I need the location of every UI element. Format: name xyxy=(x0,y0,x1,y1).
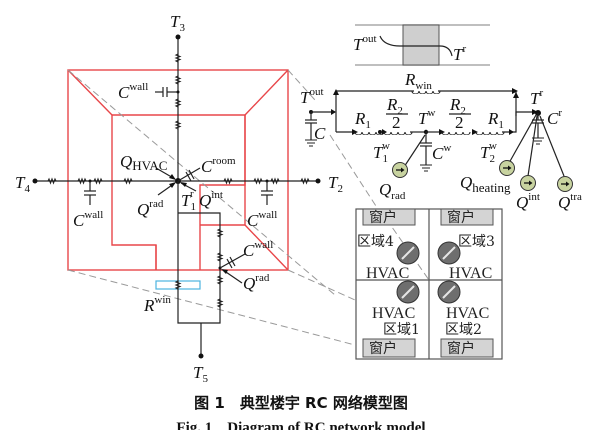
window-zone3: 窗户 xyxy=(440,208,494,226)
label-q-rad-lower: Qrad xyxy=(243,272,270,293)
svg-text:Cw: Cw xyxy=(432,142,451,163)
label-window-t-out: Tout xyxy=(353,33,377,54)
hvac-label-zone1: HVAC xyxy=(372,305,415,322)
label-t3: T3 xyxy=(170,12,185,34)
svg-text:Tr: Tr xyxy=(530,87,543,108)
label-r2-half-right: R22 xyxy=(449,95,471,132)
label-c-wall-right: Cwall xyxy=(247,209,277,230)
svg-text:T4: T4 xyxy=(15,173,30,195)
label-c-room: Croom xyxy=(201,155,236,176)
label-c-wall-top: Cwall xyxy=(118,81,148,102)
label-wall-t-out: Tout xyxy=(300,86,324,107)
wall-circuit xyxy=(304,88,574,193)
svg-text:R2: R2 xyxy=(449,95,466,117)
label-t5: T5 xyxy=(193,363,208,385)
hvac-label-zone4: HVAC xyxy=(366,265,409,282)
hvac-unit-icon xyxy=(437,241,461,265)
hvac-label-zone3: HVAC xyxy=(449,265,492,282)
svg-text:Tout: Tout xyxy=(300,86,324,107)
svg-text:C: C xyxy=(314,124,326,143)
svg-text:Qheating: Qheating xyxy=(460,173,511,195)
svg-text:T1r: T1r xyxy=(181,188,196,213)
label-q-rad-left: Qrad xyxy=(137,198,164,219)
svg-text:窗户: 窗户 xyxy=(447,209,475,226)
t3-branch xyxy=(155,34,181,181)
svg-text:R1: R1 xyxy=(487,109,504,131)
svg-text:R2: R2 xyxy=(386,95,403,117)
label-q-int: Qint xyxy=(199,189,223,210)
label-t2-w: T2w xyxy=(480,140,497,165)
hvac-unit-icon xyxy=(396,241,420,265)
label-r2-half-left: R22 xyxy=(386,95,408,132)
svg-text:Cwall: Cwall xyxy=(247,209,277,230)
svg-text:R1: R1 xyxy=(354,109,371,131)
label-q-hvac: QHVAC xyxy=(120,152,167,173)
label-r1-left: R1 xyxy=(354,109,371,131)
window-model xyxy=(355,24,490,66)
svg-text:Cr: Cr xyxy=(547,107,562,128)
svg-text:窗户: 窗户 xyxy=(447,340,475,357)
svg-text:T5: T5 xyxy=(193,363,208,385)
svg-text:Tw: Tw xyxy=(418,107,435,128)
floor-plan xyxy=(355,208,503,360)
window-zone4: 窗户 xyxy=(362,208,416,226)
label-r-win: Rwin xyxy=(143,294,171,315)
window-zone2: 窗户 xyxy=(440,338,494,358)
label-c-wall-lower: Cwall xyxy=(243,239,273,260)
window-zone1: 窗户 xyxy=(362,338,416,358)
label-t4: T4 xyxy=(15,173,30,195)
label-q-int-source: Qint xyxy=(516,191,540,212)
t5-branch xyxy=(175,181,246,359)
svg-text:Qrad: Qrad xyxy=(137,198,164,219)
svg-text:2: 2 xyxy=(455,113,464,132)
svg-text:T1w: T1w xyxy=(373,140,390,165)
figure-caption-cn: 图 1 典型楼宇 RC 网络模型图 xyxy=(194,394,408,412)
svg-text:Tout: Tout xyxy=(353,33,377,54)
zone4-label: 区域4 xyxy=(357,234,394,250)
svg-text:QHVAC: QHVAC xyxy=(120,152,167,173)
svg-text:Cwall: Cwall xyxy=(118,81,148,102)
svg-text:窗户: 窗户 xyxy=(369,340,397,357)
label-c-wall-left: Cwall xyxy=(73,209,103,230)
label-t2: T2 xyxy=(328,173,343,195)
svg-text:Qint: Qint xyxy=(199,189,223,210)
label-q-tra: Qtra xyxy=(558,191,582,212)
label-t-r: Tr xyxy=(530,87,543,108)
zone1-label: 区域1 xyxy=(383,322,420,338)
svg-text:Croom: Croom xyxy=(201,155,236,176)
svg-text:窗户: 窗户 xyxy=(369,209,397,226)
svg-text:Qrad: Qrad xyxy=(243,272,270,293)
svg-text:Qtra: Qtra xyxy=(558,191,582,212)
zone2-label: 区域2 xyxy=(445,322,482,338)
label-t1-w: T1w xyxy=(373,140,390,165)
svg-text:Cwall: Cwall xyxy=(73,209,103,230)
zone3-label: 区域3 xyxy=(458,234,495,250)
label-t1: T1r xyxy=(181,188,196,213)
figure-caption-en: Fig. 1 Diagram of RC network model xyxy=(176,420,425,430)
label-r1-right: R1 xyxy=(487,109,504,131)
svg-text:T2w: T2w xyxy=(480,140,497,165)
svg-text:Qint: Qint xyxy=(516,191,540,212)
room-node xyxy=(155,167,201,196)
label-window-t-r: Tr xyxy=(453,43,466,64)
label-c-r: Cr xyxy=(547,107,562,128)
svg-text:Qrad: Qrad xyxy=(379,180,406,202)
hvac-label-zone2: HVAC xyxy=(446,305,489,322)
svg-text:Rwin: Rwin xyxy=(143,294,171,315)
hvac-unit-icon xyxy=(437,280,461,304)
label-wall-c: C xyxy=(314,124,326,143)
hvac-unit-icon xyxy=(396,280,420,304)
svg-text:Rwin: Rwin xyxy=(404,70,432,92)
svg-text:Cwall: Cwall xyxy=(243,239,273,260)
label-q-heating: Qheating xyxy=(460,173,511,195)
label-r-win-sub: Rwin xyxy=(404,70,432,92)
svg-text:2: 2 xyxy=(392,113,401,132)
label-q-rad-source: Qrad xyxy=(379,180,406,202)
label-t-w: Tw xyxy=(418,107,435,128)
svg-text:Tr: Tr xyxy=(453,43,466,64)
svg-text:T2: T2 xyxy=(328,173,343,195)
svg-text:T3: T3 xyxy=(170,12,185,34)
label-c-w: Cw xyxy=(432,142,451,163)
